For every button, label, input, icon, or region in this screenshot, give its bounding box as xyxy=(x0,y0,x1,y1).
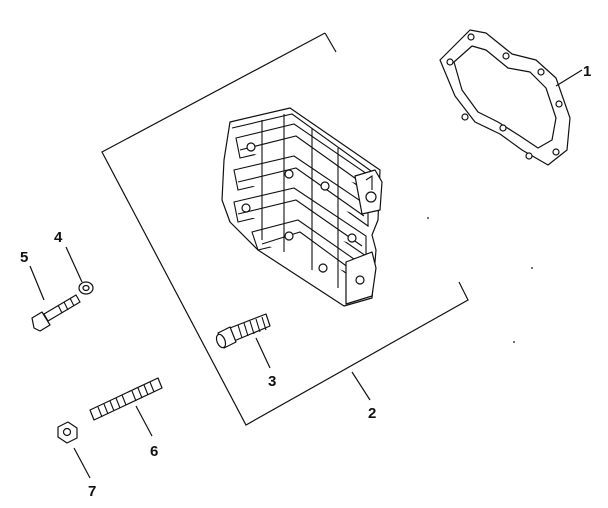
assembly-bracket-outline xyxy=(101,32,469,426)
callout-2: 2 xyxy=(368,405,376,422)
cap-screw-part xyxy=(31,294,81,332)
cylinder-head-part xyxy=(221,107,383,307)
washer-nut-part xyxy=(78,281,94,295)
head-bolt-part xyxy=(215,313,271,349)
stud-part xyxy=(89,377,163,421)
print-specks xyxy=(427,217,533,343)
callout-6: 6 xyxy=(150,443,158,460)
head-gasket-part xyxy=(439,29,571,166)
callout-1: 1 xyxy=(583,63,591,80)
leader-lines xyxy=(29,69,583,479)
callout-5: 5 xyxy=(20,249,28,266)
callout-4: 4 xyxy=(54,229,63,246)
callout-3: 3 xyxy=(268,373,276,390)
hex-nut-part xyxy=(57,421,78,444)
callout-7: 7 xyxy=(88,483,96,500)
